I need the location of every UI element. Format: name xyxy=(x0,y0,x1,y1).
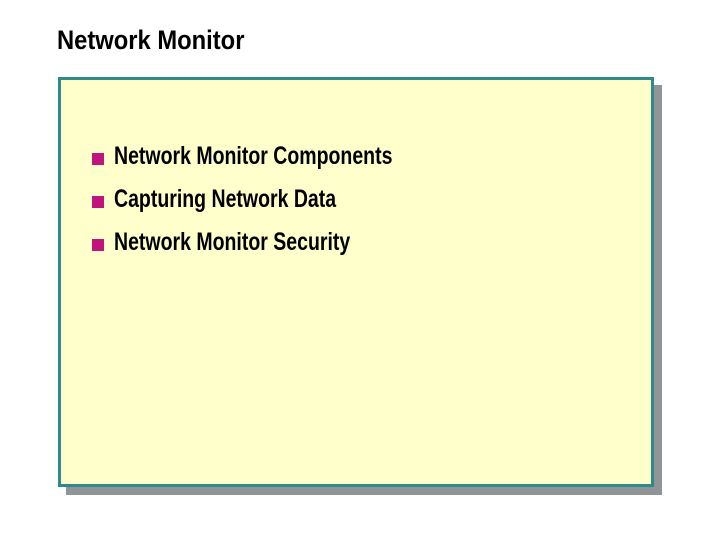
bullet-text: Network Monitor Components xyxy=(114,142,393,170)
content-box: Network Monitor Components Capturing Net… xyxy=(58,77,654,487)
square-bullet-icon xyxy=(92,239,104,251)
square-bullet-icon xyxy=(92,153,104,165)
bullet-item: Network Monitor Components xyxy=(92,135,471,178)
bullet-text: Network Monitor Security xyxy=(114,228,351,256)
bullet-item: Network Monitor Security xyxy=(92,221,471,264)
page-title: Network Monitor xyxy=(57,25,245,55)
bullet-item: Capturing Network Data xyxy=(92,178,471,221)
bullet-text: Capturing Network Data xyxy=(114,185,337,213)
bullet-list: Network Monitor Components Capturing Net… xyxy=(92,135,471,264)
square-bullet-icon xyxy=(92,196,104,208)
